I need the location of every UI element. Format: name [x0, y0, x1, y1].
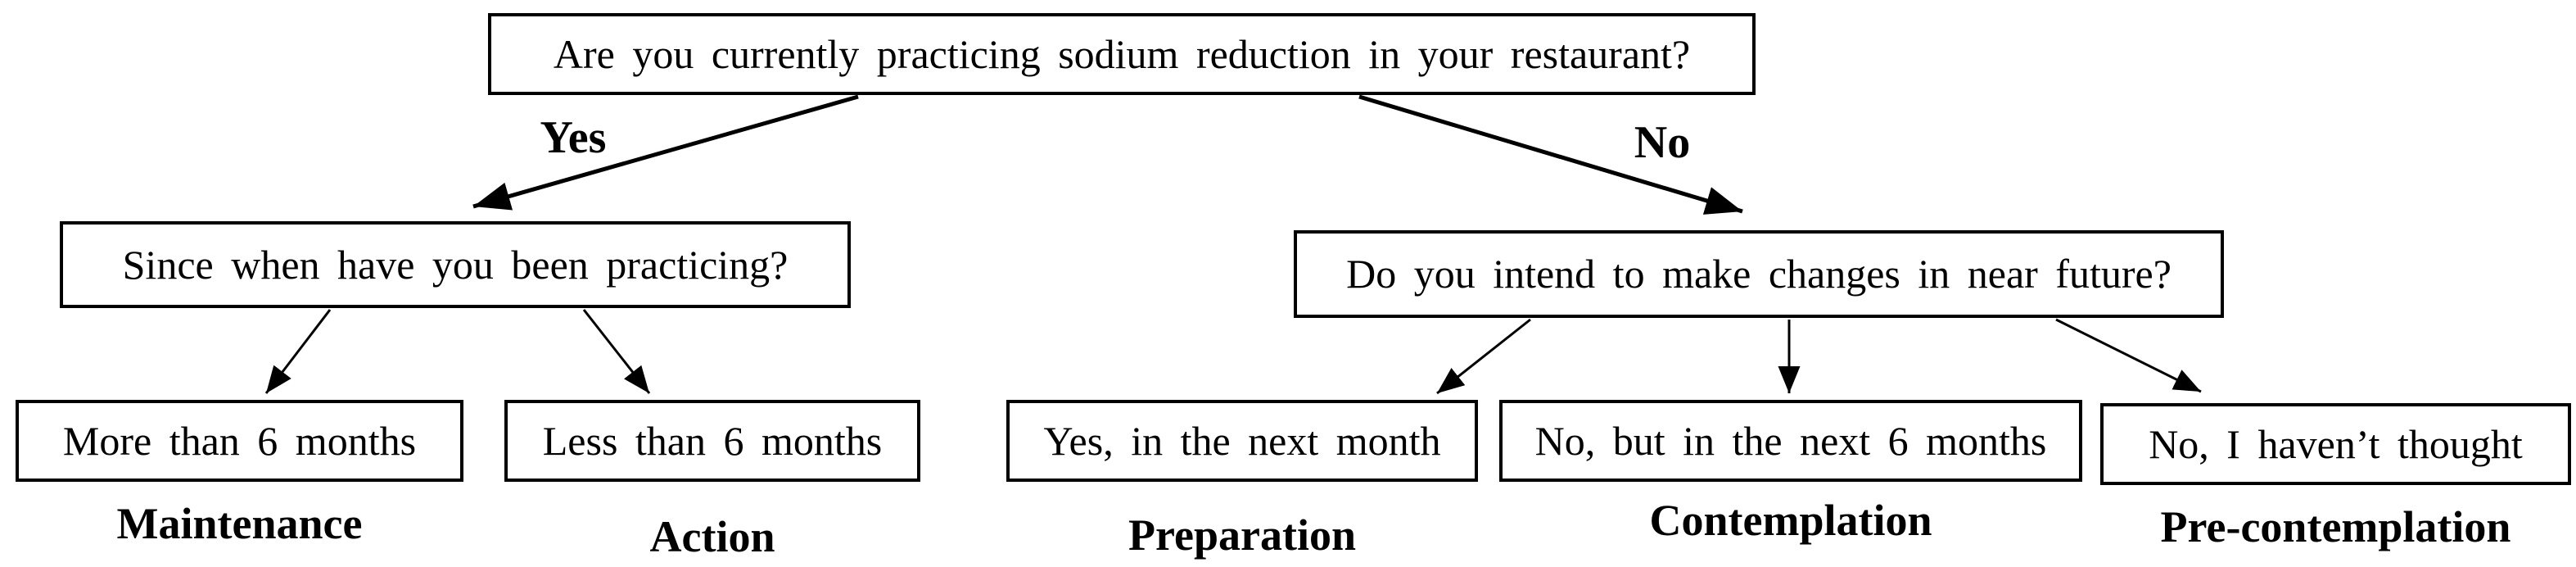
stage-label-maintenance: Maintenance: [116, 499, 363, 548]
yes-branch-label: Yes: [540, 112, 607, 163]
arrow-no-branch: [1358, 94, 1743, 215]
answer-box-next-month: Yes, in the next month: [1006, 400, 1478, 482]
stage-label-preparation: Preparation: [1128, 510, 1356, 560]
answer-box-next-6-months: No, but in the next 6 months: [1499, 400, 2082, 482]
stage-label-pre-contemplation: Pre-contemplation: [2160, 502, 2511, 551]
arrow-to-more-than-6-months: [264, 309, 332, 394]
answer-box-less-than-6-months: Less than 6 months: [504, 400, 920, 482]
answer-box-havent-thought: No, I haven’t thought: [2100, 403, 2571, 485]
root-question-box: Are you currently practicing sodium redu…: [488, 13, 1756, 95]
arrow-to-less-than-6-months: [582, 309, 651, 394]
no-question-box: Do you intend to make changes in near fu…: [1294, 230, 2224, 318]
no-branch-label: No: [1634, 117, 1691, 168]
stage-label-contemplation: Contemplation: [1649, 496, 1932, 545]
arrow-yes-branch: [472, 94, 859, 211]
yes-question-box: Since when have you been practicing?: [60, 221, 851, 308]
answer-box-more-than-6-months: More than 6 months: [16, 400, 463, 482]
arrow-to-next-month: [1436, 318, 1531, 395]
stage-label-action: Action: [649, 512, 775, 561]
arrow-to-havent-thought: [2055, 318, 2202, 393]
